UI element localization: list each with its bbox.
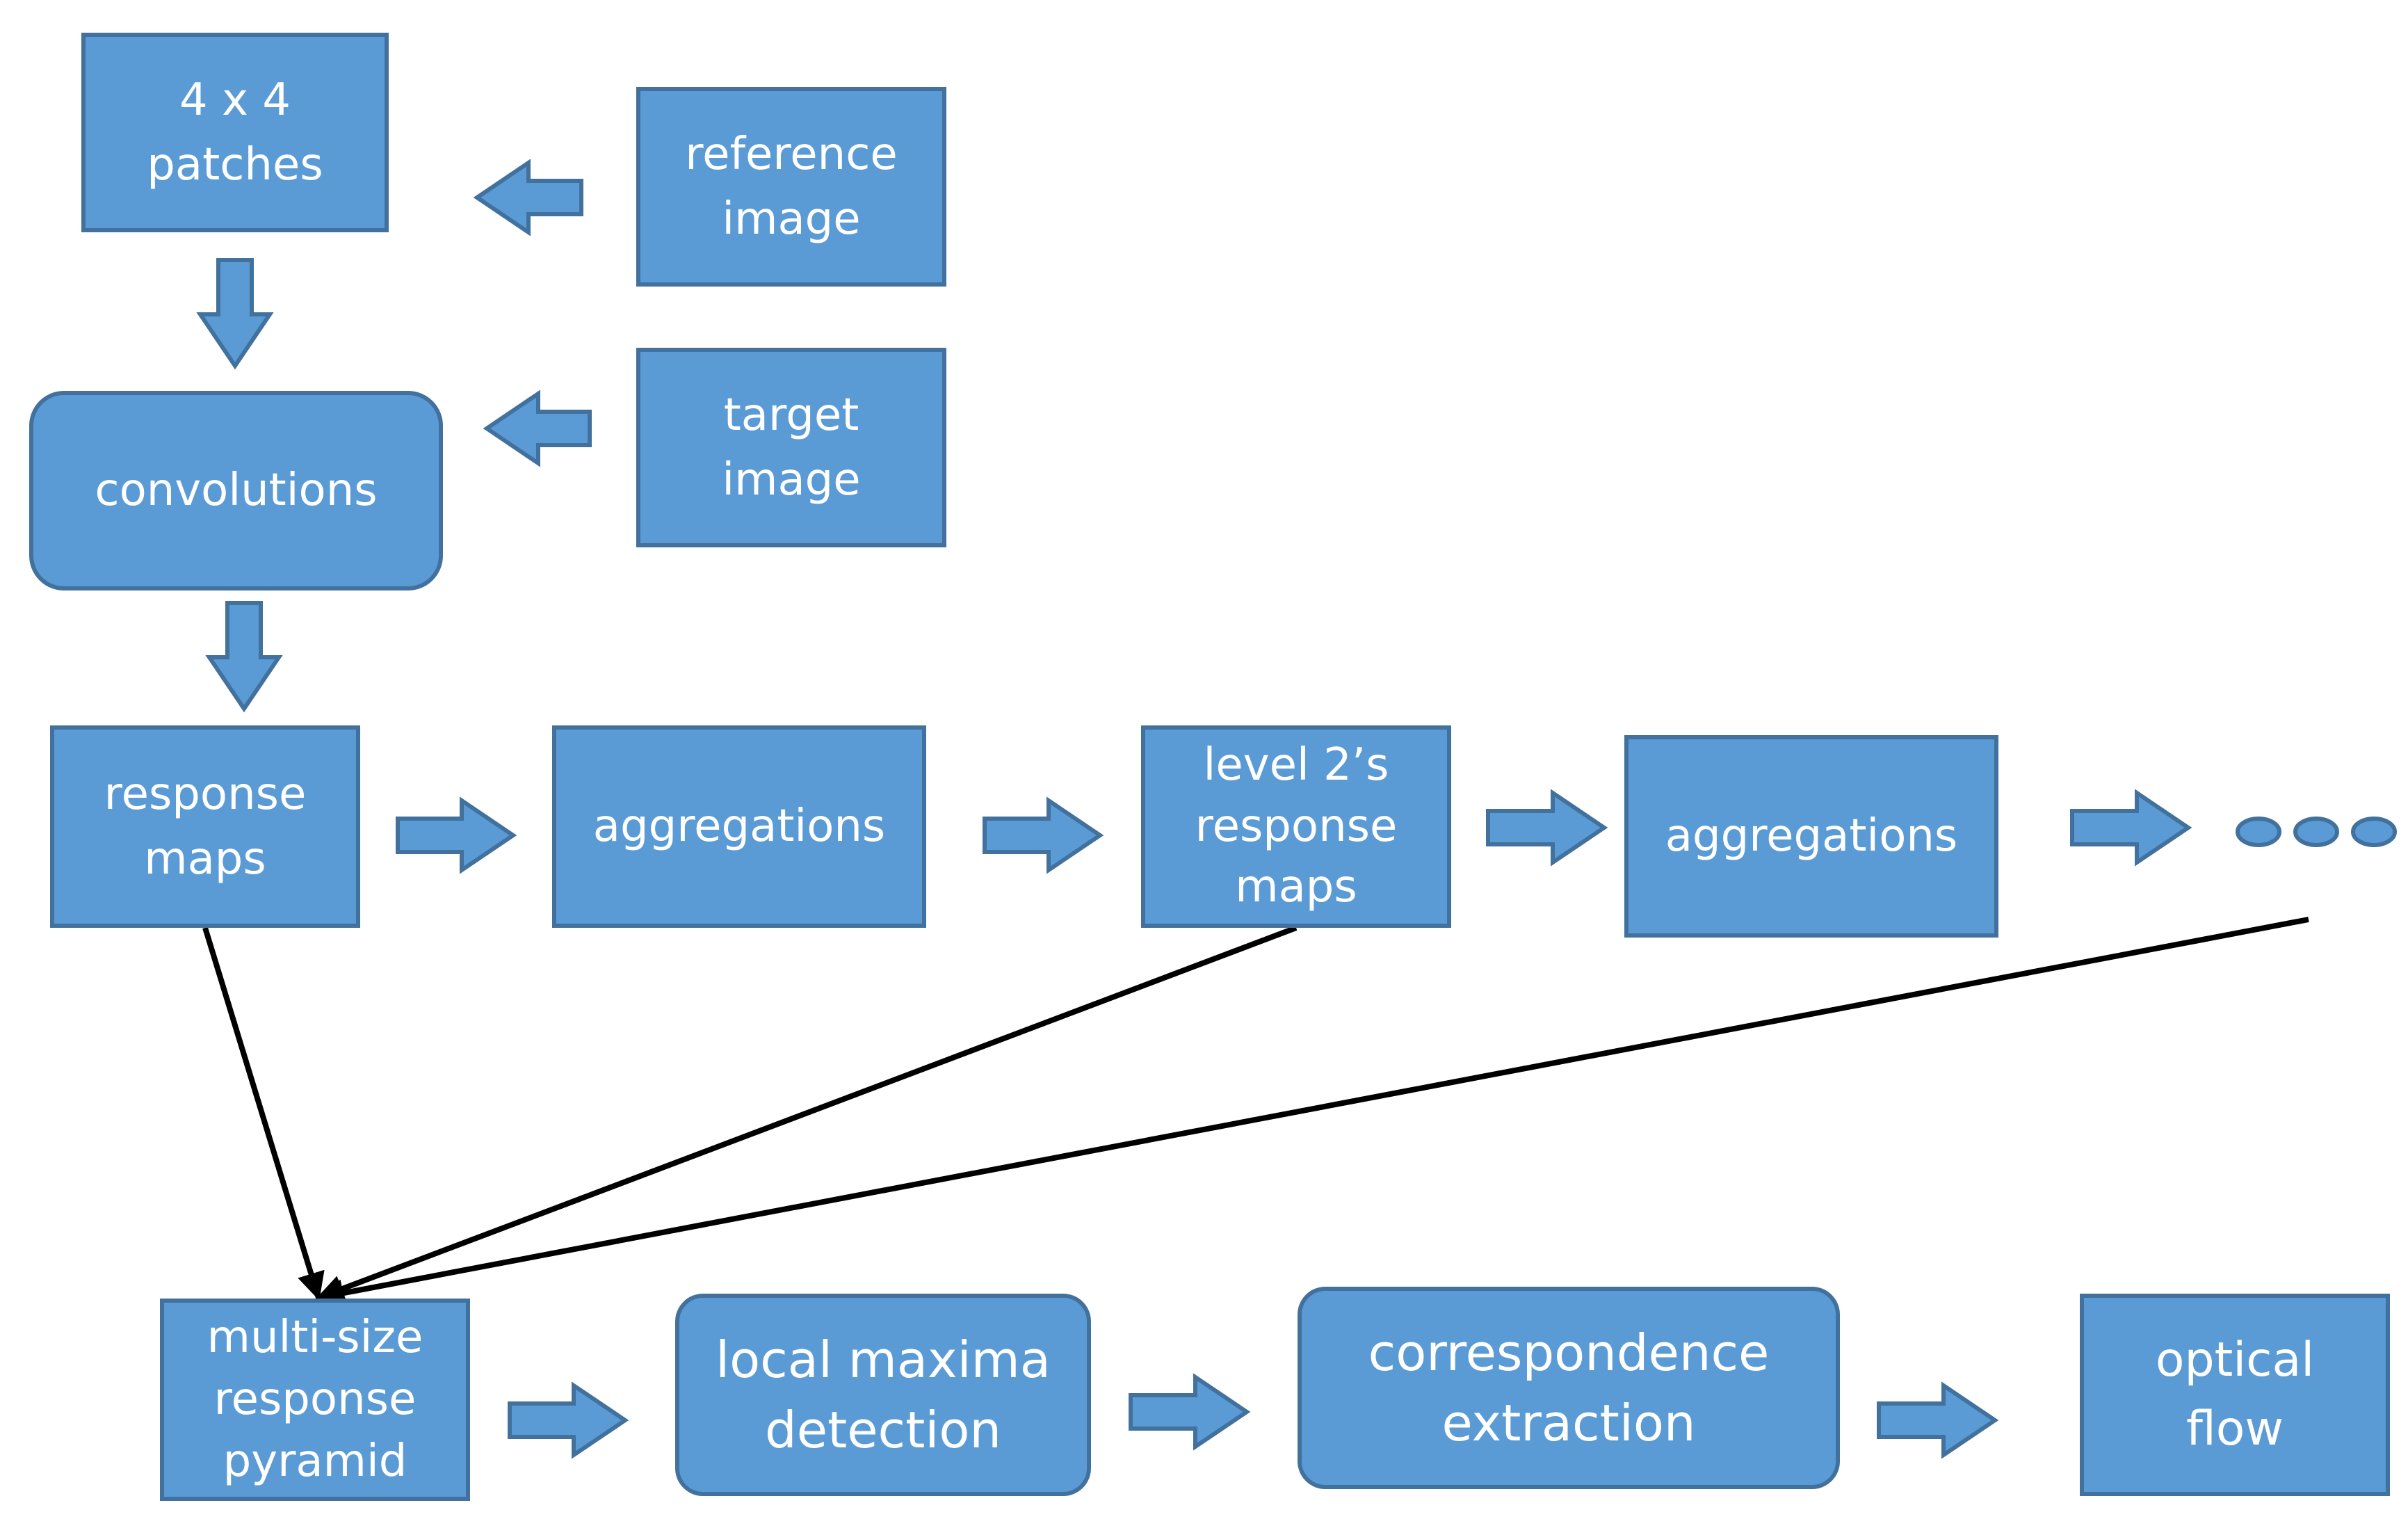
convolutions-to-response-arrow bbox=[205, 601, 283, 713]
target-image-box: target image bbox=[636, 348, 946, 547]
aggregations-box-1: aggregations bbox=[552, 725, 926, 928]
continuation-to-pyramid-line bbox=[316, 917, 2309, 1307]
level2-to-pyramid-line bbox=[316, 925, 1298, 1302]
patches-to-convolutions-arrow bbox=[196, 258, 274, 370]
local-maxima-box: local maxima detection bbox=[675, 1294, 1091, 1496]
connector-lines bbox=[202, 917, 2309, 1307]
pyramid-to-local-maxima-arrow bbox=[508, 1381, 629, 1459]
patches-box: 4 x 4 patches bbox=[81, 33, 389, 232]
target-to-convolutions-arrow bbox=[483, 389, 592, 467]
reference-image-box: reference image bbox=[636, 87, 946, 287]
optical-flow-box: optical flow bbox=[2080, 1294, 2390, 1496]
aggregations-to-continuation-arrow bbox=[2070, 789, 2192, 867]
response-to-pyramid-line bbox=[202, 926, 325, 1301]
multi-size-pyramid-box: multi-size response pyramid bbox=[160, 1299, 470, 1501]
reference-to-patches-arrow bbox=[473, 159, 583, 236]
local-maxima-to-correspondence-arrow bbox=[1129, 1373, 1251, 1451]
ellipsis-icon bbox=[2236, 817, 2397, 847]
response-to-aggregations-arrow bbox=[396, 796, 517, 874]
level2-response-maps-box: level 2’s response maps bbox=[1141, 725, 1451, 928]
response-maps-box: response maps bbox=[50, 725, 360, 928]
correspondence-to-optical-flow-arrow bbox=[1877, 1381, 1999, 1459]
aggregations-box-2: aggregations bbox=[1624, 735, 1998, 938]
correspondence-box: correspondence extraction bbox=[1298, 1287, 1840, 1489]
block-arrows bbox=[196, 159, 2192, 1459]
level2-to-aggregations-arrow bbox=[1486, 789, 1608, 867]
aggregations-to-level2-arrow bbox=[983, 796, 1104, 874]
convolutions-box: convolutions bbox=[29, 391, 443, 590]
